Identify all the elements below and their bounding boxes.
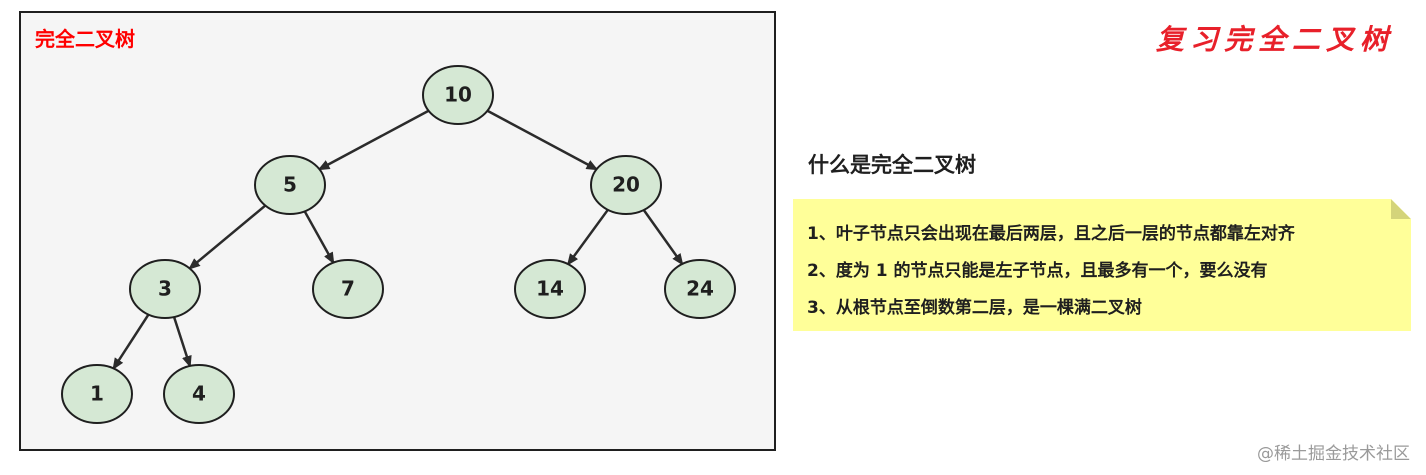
tree-node-10: 10: [422, 65, 494, 125]
tree-node-circle: [422, 65, 494, 125]
tree-node-label: 24: [686, 277, 714, 301]
tree-edge-n10-n5: [317, 109, 430, 171]
tree-node-1: 1: [61, 364, 133, 424]
tree-edge-n3-n1: [112, 313, 150, 371]
definition-heading: 什么是完全二叉树: [808, 153, 976, 177]
tree-node-circle: [664, 259, 736, 319]
watermark: @稀土掘金技术社区: [1257, 444, 1410, 464]
tree-node-14: 14: [514, 259, 586, 319]
tree-node-label: 1: [90, 382, 104, 406]
tree-node-circle: [61, 364, 133, 424]
tree-edge-n5-n3: [188, 204, 267, 270]
tree-node-label: 3: [158, 277, 172, 301]
tree-node-24: 24: [664, 259, 736, 319]
definition-note: 1、叶子节点只会出现在最后两层，且之后一层的节点都靠左对齐 2、度为 1 的节点…: [793, 199, 1411, 331]
tree-edge-n5-n7: [303, 210, 335, 265]
tree-node-label: 20: [612, 173, 640, 197]
definition-point-1: 1、叶子节点只会出现在最后两层，且之后一层的节点都靠左对齐: [807, 224, 1295, 244]
tree-node-5: 5: [254, 155, 326, 215]
tree-node-circle: [312, 259, 384, 319]
tree-node-label: 7: [341, 277, 355, 301]
tree-node-20: 20: [590, 155, 662, 215]
tree-node-label: 14: [536, 277, 564, 301]
definition-point-3: 3、从根节点至倒数第二层，是一棵满二叉树: [807, 298, 1142, 318]
tree-node-circle: [254, 155, 326, 215]
tree-edge-n20-n14: [566, 209, 609, 266]
tree-edge-n20-n24: [642, 209, 684, 266]
note-fold-corner: [1391, 199, 1411, 219]
panel-title: 完全二叉树: [35, 27, 135, 51]
tree-node-3: 3: [129, 259, 201, 319]
tree-node-4: 4: [163, 364, 235, 424]
tree-node-circle: [590, 155, 662, 215]
tree-node-label: 5: [283, 173, 297, 197]
header-title: 复习完全二叉树: [1155, 23, 1394, 56]
tree-edge-n3-n4: [172, 316, 192, 368]
tree-node-label: 10: [444, 83, 472, 107]
tree-node-circle: [163, 364, 235, 424]
tree-node-circle: [514, 259, 586, 319]
tree-edge-n10-n20: [486, 109, 599, 171]
tree-node-circle: [129, 259, 201, 319]
tree-node-label: 4: [192, 382, 206, 406]
tree-node-7: 7: [312, 259, 384, 319]
definition-point-2: 2、度为 1 的节点只能是左子节点，且最多有一个，要么没有: [807, 261, 1268, 281]
